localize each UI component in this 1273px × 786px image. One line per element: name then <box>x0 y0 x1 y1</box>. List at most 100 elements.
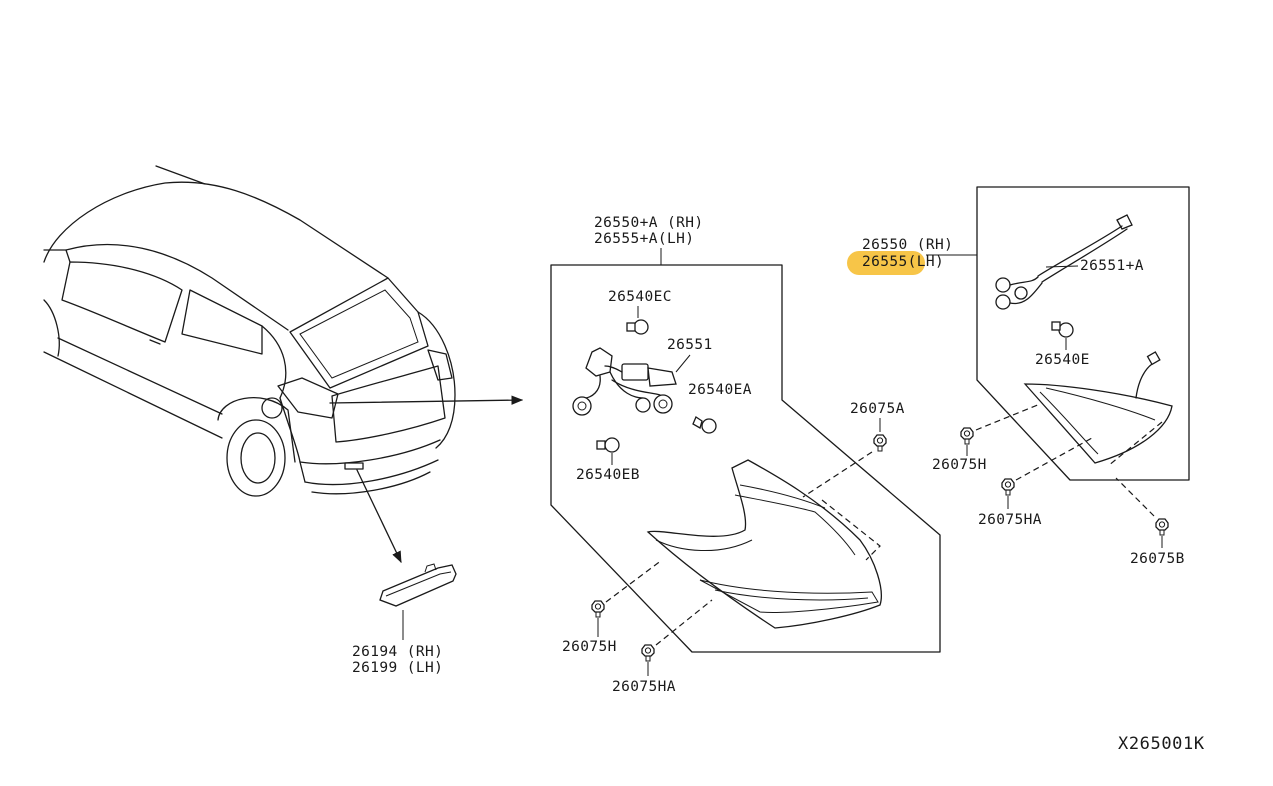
roof-rack-line <box>155 165 206 185</box>
harness-socket-4-inner <box>658 399 668 409</box>
bulb-ea-icon <box>692 416 717 434</box>
harness-a-socket-3 <box>1014 286 1028 300</box>
callout-rear-lamp-assy-a-lh[interactable]: 26555+A(LH) <box>594 231 694 247</box>
bulb-eb-base <box>596 440 606 450</box>
screw-ha-right-icon <box>1001 478 1015 496</box>
rear-wheel-hub <box>240 432 276 484</box>
fastening-line-screw-h-right <box>975 403 1041 431</box>
assembly-frame-right <box>976 186 1190 481</box>
callout-rear-lamp-assy-rh[interactable]: 26550 (RH) <box>862 237 953 253</box>
bulb-e-glass <box>1058 322 1074 338</box>
arrow-to-rear-lamp <box>329 395 524 405</box>
fastening-line-screw-a-2 <box>821 499 881 561</box>
sill-line <box>43 351 223 439</box>
bulb-e-base <box>1051 321 1061 331</box>
callout-harness[interactable]: 26551 <box>667 337 713 353</box>
diagram-code: X265001K <box>1118 734 1205 754</box>
harness-connector <box>621 363 649 381</box>
side-marker-lens-line <box>385 571 452 597</box>
harness-socket-3 <box>635 397 651 413</box>
bulb-eb-glass <box>604 437 620 453</box>
harness-socket-1 <box>585 347 613 377</box>
fuel-door <box>261 397 283 419</box>
lamp-right-shell <box>1023 383 1173 464</box>
rear-lamp-body-right <box>1023 351 1173 464</box>
bulb-ec-base <box>626 322 636 332</box>
rear-lamp-body-center <box>646 459 882 629</box>
callout-screw-ha-center[interactable]: 26075HA <box>612 679 676 695</box>
harness-socket-2-inner <box>577 401 587 411</box>
rear-gate-panel <box>331 365 446 443</box>
bumper-reflector <box>344 462 364 470</box>
lamp-lower-lens-inner <box>714 589 869 601</box>
callout-bulb-ea[interactable]: 26540EA <box>688 382 752 398</box>
fastening-line-screw-b-2 <box>1107 421 1163 467</box>
lamp-lower-lens <box>699 579 879 614</box>
rear-window-inner <box>299 289 419 379</box>
rear-quarter-window <box>181 289 263 355</box>
lamp-right-inner-1 <box>1039 391 1099 455</box>
harness-a-icon <box>995 214 1133 310</box>
arrow-to-side-marker <box>356 469 402 564</box>
fastening-line-screw-b <box>1115 477 1155 517</box>
leader-harness-a <box>1045 265 1079 268</box>
harness-socket-4 <box>653 394 673 414</box>
harness-a-wire-3 <box>1009 276 1039 286</box>
callout-rear-lamp-assy-a-rh[interactable]: 26550+A (RH) <box>594 215 704 231</box>
lamp-upper-band-2 <box>739 484 826 509</box>
tail-lamp-left <box>277 377 339 419</box>
harness-wire-4 <box>604 365 623 373</box>
c-pillar <box>261 325 287 399</box>
callout-side-marker-lh[interactable]: 26199 (LH) <box>352 660 443 676</box>
tail-lamp-right <box>427 349 453 381</box>
bulb-ec-icon <box>626 319 649 335</box>
screw-h-center-icon <box>591 600 605 618</box>
callout-bulb-e[interactable]: 26540E <box>1035 352 1090 368</box>
callout-bulb-ec[interactable]: 26540EC <box>608 289 672 305</box>
bulb-eb-icon <box>596 437 620 453</box>
fastening-line-screw-a <box>802 451 873 498</box>
rear-valance <box>311 471 431 495</box>
bulb-ea-glass <box>701 418 717 434</box>
harness-connector-2 <box>647 367 677 387</box>
callout-screw-a[interactable]: 26075A <box>850 401 905 417</box>
callout-screw-h-right[interactable]: 26075H <box>932 457 987 473</box>
assembly-frame-center <box>550 264 941 653</box>
screw-a-icon <box>873 434 887 452</box>
callout-screw-b[interactable]: 26075B <box>1130 551 1185 567</box>
rear-window <box>289 277 429 389</box>
front-side-window <box>61 261 183 343</box>
bulb-e-icon <box>1051 321 1074 338</box>
screw-ha-center-icon <box>641 644 655 662</box>
harness-socket-2 <box>572 396 592 416</box>
callout-highlight <box>847 251 925 275</box>
callout-side-marker-rh[interactable]: 26194 (RH) <box>352 644 443 660</box>
callout-screw-ha-right[interactable]: 26075HA <box>978 512 1042 528</box>
lamp-edge-line <box>655 539 753 552</box>
screw-h-right-icon <box>960 427 974 445</box>
rear-body-edge <box>417 311 456 449</box>
callout-screw-h-center[interactable]: 26075H <box>562 639 617 655</box>
lamp-right-connector <box>1146 351 1161 366</box>
callout-bulb-eb[interactable]: 26540EB <box>576 467 640 483</box>
fastening-line-screw-ha-center <box>655 599 713 646</box>
harness-a-terminal <box>1116 214 1133 230</box>
callout-harness-a[interactable]: 26551+A <box>1080 258 1144 274</box>
lamp-outer-shell <box>646 459 882 629</box>
harness-a-wire-1 <box>1037 225 1123 277</box>
rear-wheel-arch <box>217 397 296 463</box>
harness-icon <box>572 347 677 416</box>
lamp-right-wire <box>1135 363 1153 399</box>
harness-a-wire-2 <box>1041 228 1128 283</box>
door-handle <box>149 339 161 345</box>
callout-rear-lamp-assy-lh[interactable]: 26555(LH) <box>862 254 944 270</box>
lamp-upper-band <box>734 494 856 556</box>
screw-b-icon <box>1155 518 1169 536</box>
side-marker-tab <box>424 563 437 573</box>
roof-inner-line <box>65 243 289 331</box>
bulb-ea-base <box>692 416 703 429</box>
side-marker-body <box>379 564 457 607</box>
harness-a-socket-2 <box>995 294 1011 310</box>
harness-wire-3 <box>611 379 661 396</box>
